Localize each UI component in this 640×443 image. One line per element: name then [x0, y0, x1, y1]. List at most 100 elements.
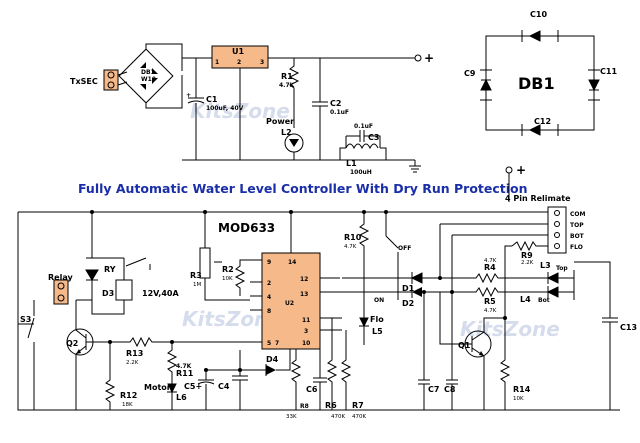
u1-pin-1: 1 [215, 59, 219, 66]
d3-label: D3 [102, 289, 114, 298]
relimate-connector [547, 206, 567, 254]
r11-label: R11 [176, 369, 194, 378]
l6-label: L6 [176, 393, 187, 402]
u2-pin-5: 5 [267, 340, 271, 347]
r10-value: 4.7K [344, 244, 357, 250]
watermark-right: KitsZone [460, 317, 560, 341]
txsec-label: TxSEC [70, 77, 98, 86]
d2-label: D2 [402, 299, 414, 308]
pin-flo: FLO [570, 244, 583, 251]
r2-label: R2 [222, 265, 234, 274]
u2-pin-4: 4 [267, 294, 271, 301]
pin-com: COM [570, 211, 586, 218]
c5-label: C5+ [184, 382, 202, 391]
r8-value: 33K [286, 414, 297, 420]
control-section: + MOD633 U2 9 2 4 8 5 14 12 13 11 3 7 10… [17, 163, 637, 420]
r6-label: R6 [325, 401, 337, 410]
c1-value: 100uF, 40V [206, 105, 244, 112]
txsec-connector: TxSEC [70, 69, 128, 91]
u2-pin-9: 9 [267, 259, 271, 266]
l4-label: L4 [520, 295, 531, 304]
u2-pin-13: 13 [300, 291, 308, 298]
l1-value: 100uH [350, 169, 372, 176]
bridge-name: DB1 [141, 69, 155, 76]
pin-bot: BOT [570, 233, 585, 240]
relay-terminal-block [53, 279, 69, 305]
diagram-title: Fully Automatic Water Level Controller W… [78, 181, 528, 196]
db1-capacitor-bridge: DB1 C10 C12 C9 C11 [464, 10, 617, 136]
r4-value: 4.7K [484, 258, 497, 264]
q1-label: Q1 [458, 341, 471, 350]
pin-top: TOP [570, 222, 584, 229]
r12-value: 18K [122, 402, 133, 408]
c8-label: C8 [444, 385, 456, 394]
u2-pin-14: 14 [288, 259, 296, 266]
c4-label: C4 [218, 382, 230, 391]
bridge-part: W10 [141, 76, 156, 83]
r13-label: R13 [126, 349, 143, 358]
c11-label: C11 [600, 67, 617, 76]
motor-label: Motor [144, 383, 171, 392]
r3-value: 1M [193, 282, 201, 288]
relay-coil-label: RY [104, 265, 116, 274]
u1-pin-3: 3 [260, 59, 264, 66]
l5-label: L5 [372, 327, 383, 336]
d1-label: D1 [402, 284, 415, 293]
r7-value: 470K [352, 414, 366, 420]
l2-label: L2 [281, 128, 292, 137]
r10-label: R10 [344, 233, 362, 242]
r3-label: R3 [190, 271, 202, 280]
l1-label: L1 [346, 159, 357, 168]
u2-pin-12: 12 [300, 276, 308, 283]
r13-value: 2.2K [126, 360, 139, 366]
r1-label: R1 [281, 72, 293, 81]
r8-label: R8 [300, 403, 309, 410]
q2-transistor [66, 328, 94, 356]
r4-label: R4 [484, 263, 496, 272]
c3-value: 0.1uF [354, 123, 373, 130]
u2-label: U2 [285, 300, 294, 307]
relay-rating: 12V,40A [142, 289, 179, 298]
s3-label: S3 [20, 315, 31, 324]
r11-value: 4.7K [176, 363, 192, 370]
plus-terminal-mid: + [516, 163, 526, 177]
r6-value: 470K [331, 414, 345, 420]
c2-value: 0.1uF [330, 109, 349, 116]
c13-label: C13 [620, 323, 637, 332]
c1-label: C1 [206, 95, 218, 104]
c7-label: C7 [428, 385, 439, 394]
r1-value: 4.7K [279, 82, 295, 89]
r7-label: R7 [352, 401, 364, 410]
l3-top-tag: Top [556, 265, 568, 272]
relay-label: Relay [48, 273, 73, 282]
r14-value: 10K [513, 396, 524, 402]
q2-label: Q2 [66, 339, 78, 348]
flo-label: Flo [370, 315, 384, 324]
connector-title: 4 Pin Relimate [505, 194, 571, 203]
r2-value: 10K [222, 276, 233, 282]
u2-pin-11: 11 [302, 317, 310, 324]
bridge-rectifier: DB1 W10 [118, 43, 183, 109]
mod633-title: MOD633 [218, 221, 275, 235]
u2-pin-10: 10 [302, 340, 310, 347]
c2-label: C2 [330, 99, 341, 108]
c1-plus: + [186, 92, 191, 99]
r9-value: 2.2K [521, 260, 534, 266]
c9-label: C9 [464, 69, 476, 78]
switch-off-label: OFF [398, 245, 411, 252]
switch-on-label: ON [374, 297, 384, 304]
u1-label: U1 [232, 47, 244, 56]
r5-label: R5 [484, 297, 496, 306]
u2-pin-8: 8 [267, 308, 271, 315]
c3-label: C3 [368, 133, 379, 142]
u2-pin-3: 3 [304, 328, 308, 335]
power-section: DB1 W10 TxSEC + U1 1 2 3 + C1 100uF, 40V [70, 43, 434, 176]
c12-label: C12 [534, 117, 551, 126]
plus-terminal-top: + [424, 51, 434, 65]
c6-label: C6 [306, 385, 318, 394]
u2-ic [261, 252, 321, 350]
l4-bot-tag: Bot [538, 297, 550, 304]
db1-title: DB1 [518, 74, 555, 93]
